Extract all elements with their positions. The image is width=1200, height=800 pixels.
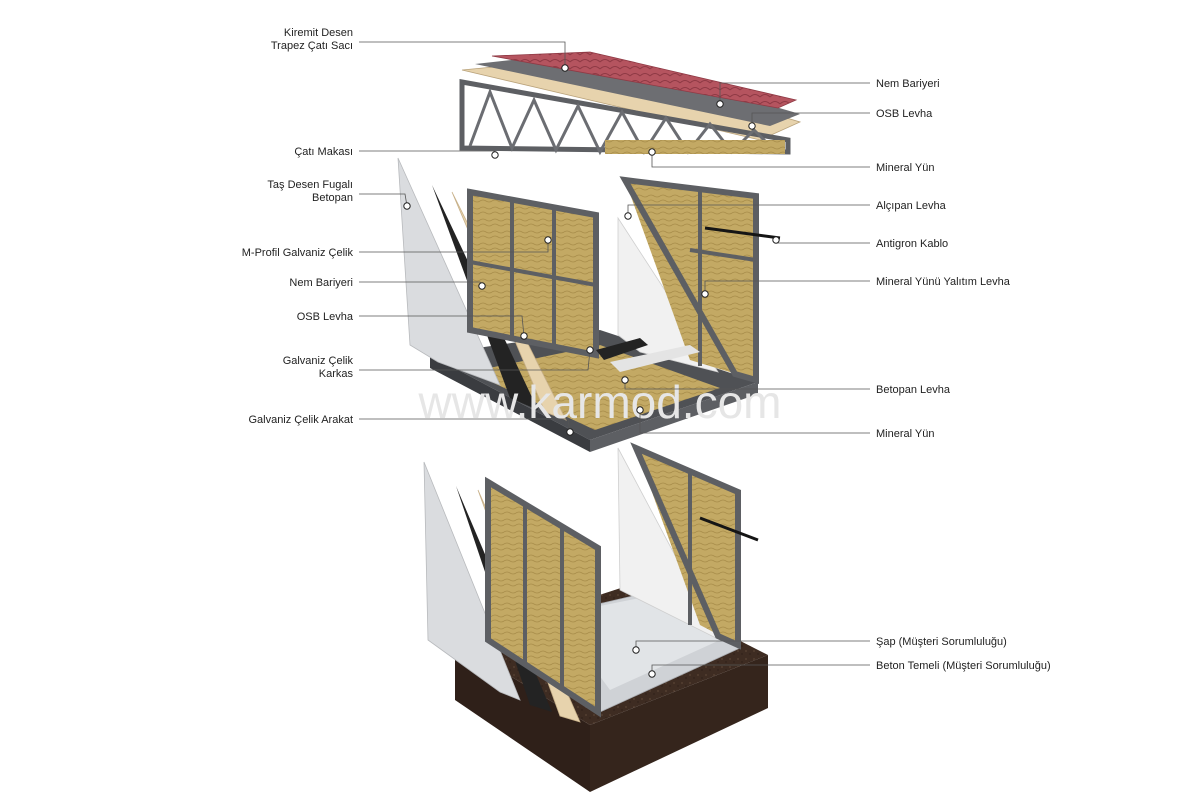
callout-dot: [636, 406, 644, 414]
callout-label-left: Nem Bariyeri: [289, 277, 353, 289]
callout-leader-left: [359, 418, 571, 433]
mid-betopan-floor: [610, 345, 700, 372]
ground-storey: [423, 442, 768, 792]
callout-leader-left: [359, 41, 566, 68]
callout-label-left: Trapez Çatı Sacı: [271, 40, 353, 52]
callout-dot: [491, 151, 499, 159]
callout-leader-right: [704, 280, 870, 294]
watermark: www.karmod.com: [418, 376, 782, 428]
mid-floor-edge-right: [590, 382, 758, 452]
callout-label-right: Nem Bariyeri: [876, 78, 940, 90]
callout-leader-left: [359, 240, 549, 253]
ground-right-wall-insulation: [636, 448, 738, 645]
callout-label-right: Alçıpan Levha: [876, 200, 947, 212]
callout-leader-left: [359, 150, 496, 155]
callout-dot: [403, 202, 411, 210]
callout-label-left: M-Profil Galvaniz Çelik: [242, 247, 354, 259]
callout-dot: [632, 646, 640, 654]
mid-antigron-cable: [704, 226, 781, 240]
callout-dot: [544, 236, 552, 244]
mid-floor-edge: [430, 355, 590, 452]
callout-dot: [520, 332, 528, 340]
callout-leader-right: [751, 112, 870, 126]
callout-dot: [621, 376, 629, 384]
callout-label-left: Betopan: [312, 192, 353, 204]
callout-label-left: Çatı Makası: [294, 146, 353, 158]
callout-dot: [478, 282, 486, 290]
callout-leader-left: [359, 193, 408, 207]
callout-label-right: Mineral Yün: [876, 428, 935, 440]
callout-label-right: Mineral Yün: [876, 162, 935, 174]
callout-label-left: Galvaniz Çelik Arakat: [248, 414, 353, 426]
callout-label-right: Antigron Kablo: [876, 238, 948, 250]
callout-dot: [561, 64, 569, 72]
callout-dot: [586, 346, 594, 354]
callout-label-left: OSB Levha: [297, 311, 354, 323]
callout-dot: [648, 148, 656, 156]
middle-storey: [397, 157, 781, 452]
mid-left-rail: [469, 260, 597, 287]
callout-dot: [701, 290, 709, 298]
ground-antigron-cable: [699, 516, 759, 542]
callout-label-left: Karkas: [319, 368, 354, 380]
callout-leader-right: [775, 240, 870, 244]
callout-label-left: Galvaniz Çelik: [283, 355, 354, 367]
callout-dot: [772, 236, 780, 244]
callout-label-right: Mineral Yünü Yalıtım Levha: [876, 276, 1011, 288]
callout-leader-left: [359, 349, 591, 371]
callout-dot: [624, 212, 632, 220]
callout-label-right: Şap (Müşteri Sorumluluğu): [876, 636, 1007, 648]
callout-label-left: Kiremit Desen: [284, 27, 353, 39]
callout-label-left: Taş Desen Fugalı: [267, 179, 353, 191]
callout-dot: [748, 122, 756, 130]
callout-label-right: Betopan Levha: [876, 384, 951, 396]
roof-assembly: [459, 51, 802, 156]
callout-leader-right: [719, 82, 870, 104]
callout-dot: [566, 428, 574, 436]
callout-dot: [716, 100, 724, 108]
roof-mineral-wool: [605, 140, 785, 154]
roof-moisture-barrier: [475, 52, 800, 126]
soil-side: [590, 655, 768, 792]
callout-dot: [648, 670, 656, 678]
callout-label-right: OSB Levha: [876, 108, 933, 120]
mid-right-rail: [689, 248, 757, 262]
callout-leader-right: [639, 410, 870, 434]
callout-leader-left: [359, 315, 525, 337]
callout-leader-right: [651, 152, 870, 168]
mid-interior-floor-sheet: [596, 338, 648, 360]
roof-truss-frame: [459, 79, 791, 155]
callout-label-right: Beton Temeli (Müşteri Sorumluluğu): [876, 660, 1051, 672]
